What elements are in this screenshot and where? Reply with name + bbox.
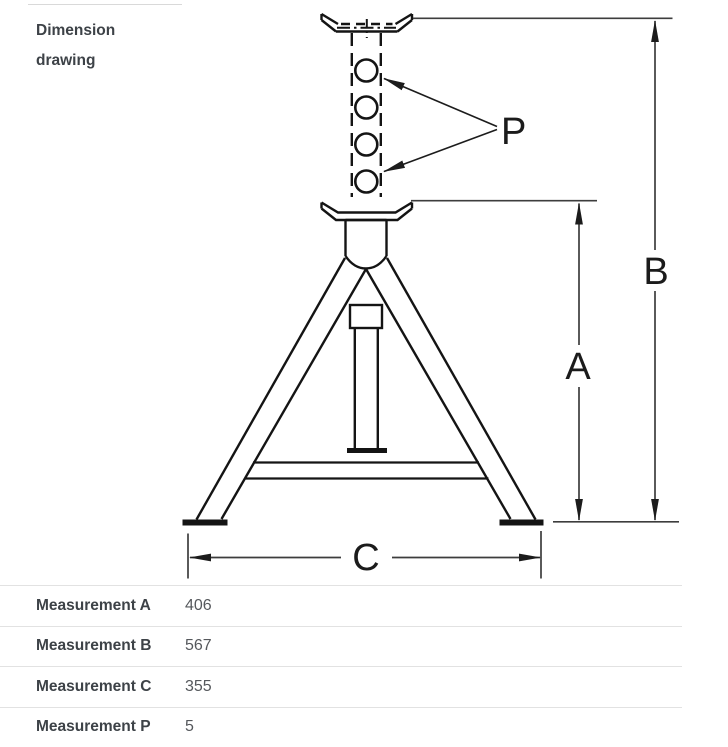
saddle-lowered xyxy=(320,201,414,222)
measurement-label: Measurement P xyxy=(36,718,151,736)
table-row: Measurement B 567 xyxy=(0,625,682,667)
measurement-table: Measurement A 406 Measurement B 567 Meas… xyxy=(0,585,728,747)
dimension-label-c: C xyxy=(352,537,379,579)
measurement-value: 406 xyxy=(185,596,212,614)
centre-post xyxy=(347,303,387,453)
legs xyxy=(195,257,537,521)
measurement-value: 567 xyxy=(185,637,212,655)
dimension-label-b: B xyxy=(643,251,668,293)
measurement-label: Measurement C xyxy=(36,677,152,695)
pin-holes xyxy=(353,58,379,194)
table-row: Measurement C 355 xyxy=(0,666,682,707)
measurement-value: 355 xyxy=(185,677,212,695)
section-divider xyxy=(28,4,182,5)
saddle-extended xyxy=(320,12,414,38)
extension-column xyxy=(350,33,382,197)
measurement-label: Measurement A xyxy=(36,596,151,614)
table-row: Measurement A 406 xyxy=(0,585,682,626)
section-title: Dimension drawing xyxy=(36,22,116,69)
extension-lines xyxy=(187,17,679,579)
dimension-label-a: A xyxy=(565,346,591,388)
measurement-value: 5 xyxy=(185,718,194,736)
p-callout-arrows xyxy=(383,77,498,173)
collar xyxy=(344,218,388,270)
table-row: Measurement P 5 xyxy=(0,706,682,747)
dimension-label-p: P xyxy=(501,111,526,153)
measurement-label: Measurement B xyxy=(36,637,152,655)
cross-brace xyxy=(244,461,489,480)
jack-stand-dimension-drawing: P xyxy=(182,12,679,579)
